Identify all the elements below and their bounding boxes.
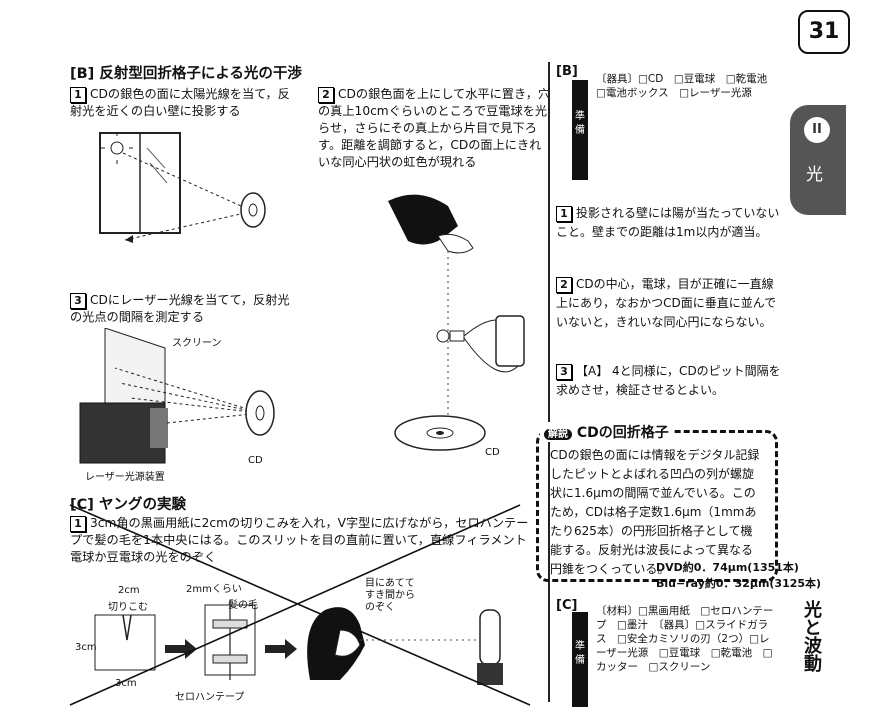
section-b-title: [B] 反射型回折格子による光の干渉 bbox=[70, 66, 302, 82]
step-number: 1 bbox=[70, 516, 86, 532]
right-c-prep-tag: 準備 bbox=[575, 641, 585, 666]
step-text: CDにレーザー光線を当てて，反射光の光点の間隔を測定する bbox=[70, 293, 290, 324]
note-number: 2 bbox=[556, 277, 572, 293]
right-c-prep-bar bbox=[572, 612, 588, 707]
explanation-title: CDの回折格子 bbox=[576, 425, 669, 441]
step-text: CDの銀色面を上にして水平に置き，穴の真上10cmぐらいのところで豆電球を光らせ… bbox=[318, 87, 551, 169]
dvd-note: DVD約0．74μm(1351本) bbox=[656, 561, 799, 574]
label-tape: セロハンテープ bbox=[175, 692, 245, 703]
label-hair: 髪の毛 bbox=[228, 600, 258, 611]
eye-bulb-cd-illustration bbox=[388, 194, 525, 451]
note-text: 投影される壁には陽が当たっていないこと。壁までの距離は1m以内が適当。 bbox=[556, 206, 780, 239]
label-cut: 切りこむ bbox=[108, 602, 148, 613]
chapter-side-tab: II 光 bbox=[790, 105, 846, 215]
note-text: CDの中心，電球，目が正確に一直線上にあり，なおかつCD面に垂直に並んでいないと… bbox=[556, 277, 777, 329]
explanation-header: 解説 CDの回折格子 bbox=[540, 422, 673, 442]
chapter-badge-label: II bbox=[812, 122, 822, 137]
explanation-text: CDの銀色の面には情報をデジタル記録したピットとよばれる凹凸の列が螺旋状に1.6… bbox=[550, 448, 760, 576]
step-text: CDの銀色の面に太陽光線を当て，反射光を近くの白い壁に投影する bbox=[70, 87, 290, 118]
explanation-badge: 解説 bbox=[544, 429, 572, 440]
label-eye: 目にあてて すき間から のぞく bbox=[365, 578, 415, 613]
label-3cm-b: 3cm bbox=[115, 678, 137, 689]
right-b-prep-tag: 準備 bbox=[575, 111, 585, 136]
page-number-box: 31 bbox=[798, 10, 850, 54]
laser-label: レーザー光源装置 bbox=[85, 472, 165, 483]
right-b-prep-text: 〔器具〕□CD □豆電球 □乾電池 □電池ボックス □レーザー光源 bbox=[596, 73, 778, 99]
page-number: 31 bbox=[808, 19, 840, 44]
right-c-label: [C] bbox=[556, 598, 578, 613]
label-2mm: 2mmくらい bbox=[186, 584, 242, 595]
step-text: 3cm角の黒画用紙に2cmの切りこみを入れ，V字型に広げながら，セロハンテープで… bbox=[70, 516, 529, 564]
right-c-prep-text: 〔材料〕□黒画用紙 □セロハンテープ □墨汁 〔器具〕□スライドガラス □安全カ… bbox=[596, 605, 774, 673]
young-experiment-illustration bbox=[94, 600, 503, 685]
chapter-char: 光 bbox=[806, 165, 823, 185]
right-b-label: [B] bbox=[556, 64, 578, 79]
window-sun-cd-illustration bbox=[99, 132, 266, 243]
cd-label-step3: CD bbox=[248, 455, 263, 466]
note-text: 【A】 4と同様に，CDのピット間隔を求めさせ，検証させるとよい。 bbox=[556, 364, 781, 397]
bluray-note: Blu−ray約0．32μm(3125本) bbox=[656, 577, 822, 590]
note-number: 3 bbox=[556, 364, 572, 380]
step-number: 3 bbox=[70, 293, 86, 309]
chapter-badge: II bbox=[804, 117, 830, 143]
note-number: 1 bbox=[556, 206, 572, 222]
right-note3: 3【A】 4と同様に，CDのピット間隔を求めさせ，検証させるとよい。 bbox=[556, 362, 781, 400]
section-c-title: [C] ヤングの実験 bbox=[70, 497, 186, 513]
vertical-chapter-title: 光と波動 bbox=[801, 600, 822, 672]
step-number: 2 bbox=[318, 87, 334, 103]
label-2cm: 2cm bbox=[118, 585, 140, 596]
label-3cm-a: 3cm bbox=[75, 642, 97, 653]
column-divider bbox=[548, 62, 550, 702]
laser-screen-cd-illustration bbox=[79, 328, 275, 464]
screen-label: スクリーン bbox=[172, 338, 222, 349]
step-number: 1 bbox=[70, 87, 86, 103]
right-b-prep-bar bbox=[572, 80, 588, 180]
cd-label-step2: CD bbox=[485, 447, 500, 458]
